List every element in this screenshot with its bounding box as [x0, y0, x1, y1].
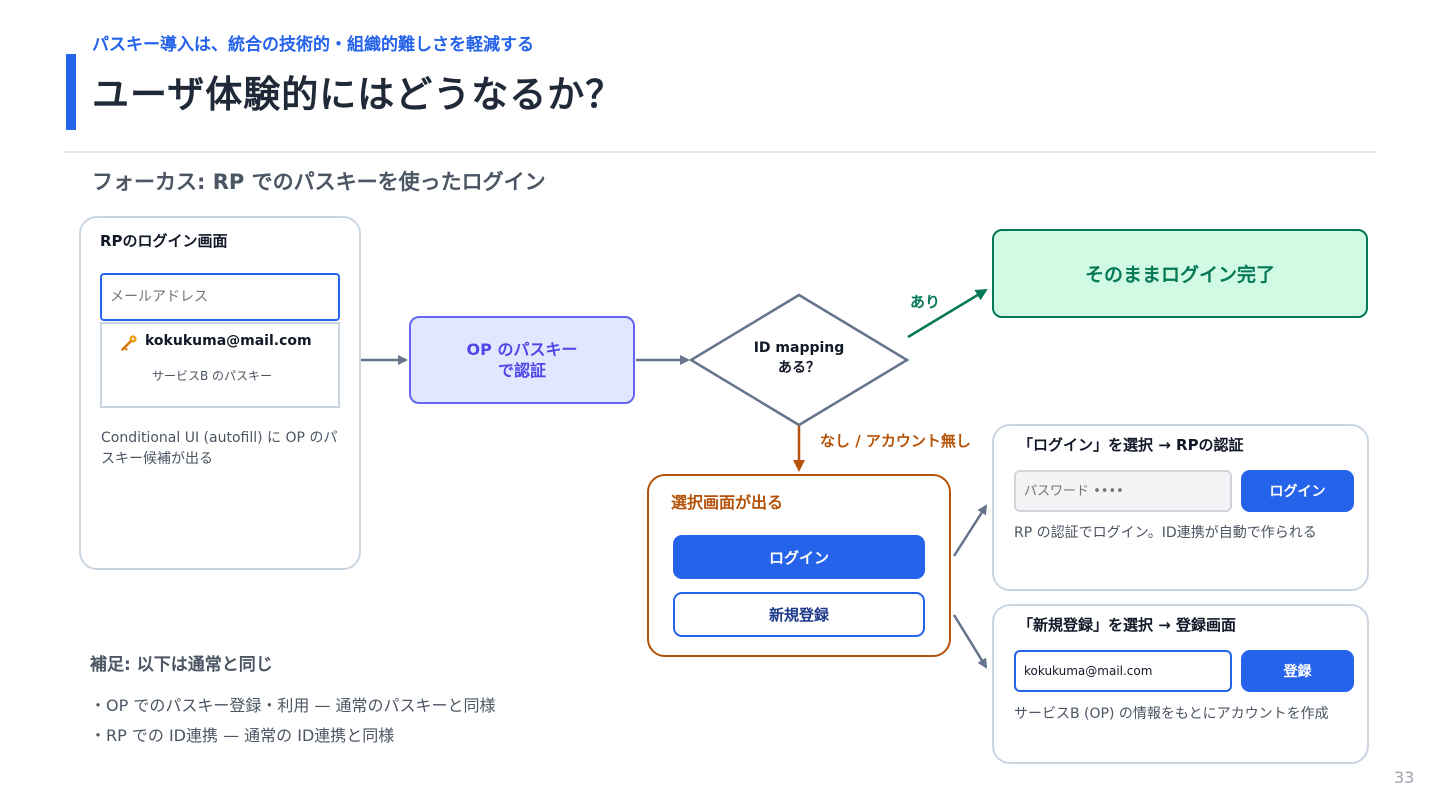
- selection-screen-title: 選択画面が出る: [671, 493, 784, 512]
- id-mapping-decision-label: ID mapping ある？: [753, 340, 845, 376]
- arrow-to-register-panel: [952, 614, 988, 669]
- supplement-item: ・OP でのパスキー登録・利用 — 通常のパスキーと同様: [90, 696, 496, 715]
- page-number: 33: [1394, 768, 1415, 787]
- register-button[interactable]: 登録: [1241, 650, 1354, 692]
- rp-panel-note: Conditional UI (autofill) に OP のパスキー候補が出…: [101, 430, 338, 467]
- passkey-autofill-dropdown[interactable]: [100, 322, 340, 408]
- decision-diamond: [688, 293, 910, 427]
- title-accent-bar: [66, 54, 76, 130]
- supplement-item: ・RP での ID連携 — 通常の ID連携と同様: [90, 726, 395, 745]
- slide-subtitle: パスキー導入は、統合の技術的・組織的難しさを軽減する: [92, 35, 534, 55]
- key-icon: [121, 335, 137, 351]
- register-option-title: 「新規登録」を選択 → 登録画面: [1018, 616, 1237, 634]
- arrow-yes: [907, 288, 988, 339]
- supplement-title: 補足: 以下は通常と同じ: [90, 655, 273, 675]
- password-input[interactable]: [1014, 470, 1232, 512]
- yes-branch-label: あり: [910, 293, 941, 311]
- rp-login-title: RPのログイン画面: [100, 232, 228, 250]
- login-button[interactable]: ログイン: [1241, 470, 1354, 512]
- focus-heading: フォーカス: RP でのパスキーを使ったログイン: [92, 170, 546, 194]
- header-divider: [64, 151, 1376, 153]
- register-option-note: サービスB (OP) の情報をもとにアカウントを作成: [1014, 706, 1329, 722]
- login-option-title: 「ログイン」を選択 → RPの認証: [1018, 436, 1244, 454]
- autofill-email[interactable]: kokukuma@mail.com: [145, 333, 312, 349]
- login-complete-box: そのままログイン完了: [992, 229, 1368, 318]
- arrow-to-login-panel: [952, 504, 988, 557]
- select-login-button[interactable]: ログイン: [673, 535, 925, 579]
- register-email-field[interactable]: [1014, 650, 1232, 692]
- no-branch-label: なし / アカウント無し: [820, 432, 971, 450]
- slide-title: ユーザ体験的にはどうなるか？: [92, 73, 624, 116]
- op-passkey-auth-box: OP のパスキー で認証: [409, 316, 635, 404]
- email-input[interactable]: [100, 273, 340, 321]
- login-option-note: RP の認証でログイン。ID連携が自動で作られる: [1014, 525, 1317, 541]
- select-register-button[interactable]: 新規登録: [673, 592, 925, 637]
- autofill-passkey-source: サービスB のパスキー: [152, 369, 273, 383]
